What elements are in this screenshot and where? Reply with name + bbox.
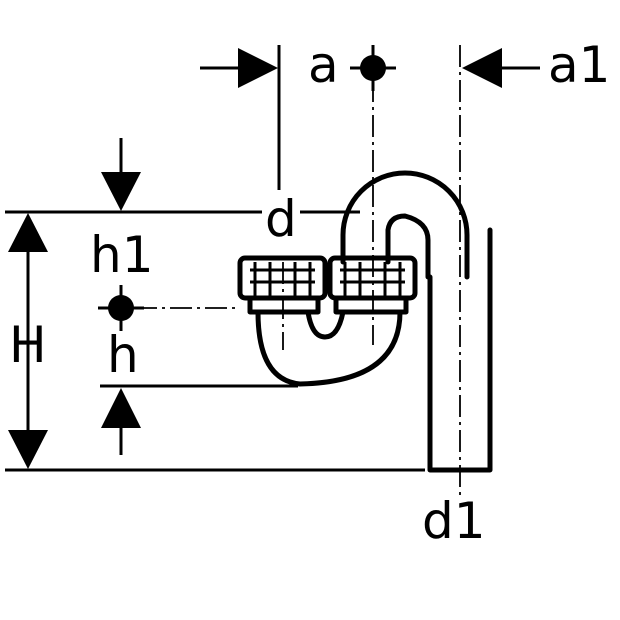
d-label-mask <box>262 195 300 241</box>
label-H: H <box>9 316 47 374</box>
h-arrow-icon <box>101 388 141 428</box>
label-h1: h1 <box>90 226 154 284</box>
label-d1: d1 <box>422 492 486 550</box>
axis-marker-a-icon <box>350 45 396 91</box>
label-a: a <box>308 36 339 94</box>
H-top-arrow-icon <box>8 213 48 252</box>
label-h: h <box>107 326 139 384</box>
extension-lines <box>5 45 425 472</box>
H-bottom-arrow-icon <box>8 430 48 469</box>
a-arrow-icon <box>238 48 278 88</box>
label-d: d <box>265 190 297 248</box>
dimension-arrows <box>8 48 540 469</box>
h1-arrow-icon <box>101 172 141 211</box>
riser-pipe-inner <box>385 213 431 280</box>
axis-marker-h-icon <box>98 285 144 331</box>
a1-arrow-icon <box>462 48 502 88</box>
label-a1: a1 <box>548 36 610 94</box>
u-bend-outer <box>255 309 403 387</box>
u-bend-inner <box>305 309 346 340</box>
center-lines <box>135 45 461 500</box>
riser-pipe <box>340 170 470 280</box>
